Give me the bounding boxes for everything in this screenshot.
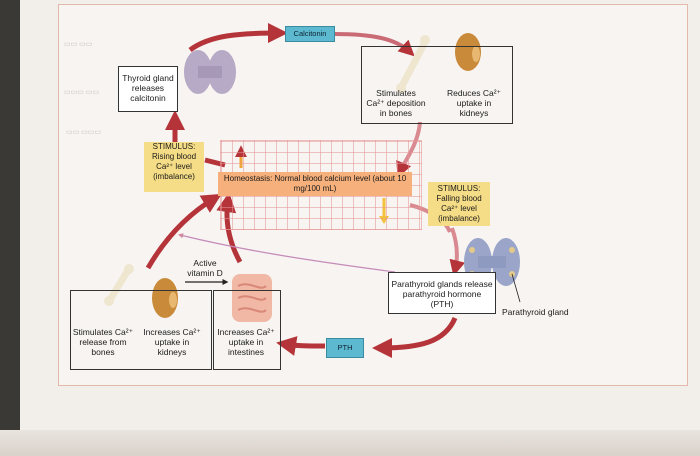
stimulus-falling: STIMULUS: Falling blood Ca²⁺ level (imba… [428,182,490,226]
bleed-text: ▭▭▭ ▭▭ [64,89,100,96]
arrow-calcitonin-to-bones [334,32,415,57]
bone-top [396,35,430,93]
page-bottom [0,430,700,456]
feedback-line [177,233,396,273]
calcitonin-tag: Calcitonin [285,26,335,42]
arrow-falling-to-parathyroid [449,227,466,277]
active-vitamin-d-label: Active vitamin D [187,258,223,278]
page-shadow-left [0,0,20,456]
reduces-kidney-uptake-label: Reduces Ca²⁺ uptake in kidneys [446,88,502,118]
thyroid-gland-top [184,50,236,94]
release-bones-label: Stimulates Ca²⁺ release from bones [72,327,134,357]
homeostasis-bar: Homeostasis: Normal blood calcium level … [218,172,412,196]
parathyroid-pointer [511,273,521,303]
thyroid-label: Thyroid gland releases calcitonin [122,73,174,103]
arrow-pth-to-intestines [276,336,326,356]
intestines [232,274,272,322]
bottom-left-box [70,290,212,370]
top-right-box [361,46,513,124]
bone-bottom [104,264,134,306]
bleed-text: ▭▭ ▭▭ [64,41,93,48]
parathyroid-release-label: Parathyroid glands release parathyroid h… [391,279,493,309]
intestines-box [213,290,281,370]
kidney-bottom [152,278,178,318]
parathyroid-gland-label: Parathyroid gland [502,307,569,317]
parathyroid-box: Parathyroid glands release parathyroid h… [388,272,496,314]
kidney-top [455,33,481,71]
increases-kidneys-label: Increases Ca²⁺ uptake in kidneys [143,327,201,357]
pth-tag: PTH [326,338,364,358]
arrow-thyroid-to-calcitonin [188,23,288,53]
increases-intestines-label: Increases Ca²⁺ uptake in intestines [217,327,275,357]
stimulates-deposition-label: Stimulates Ca²⁺ deposition in bones [366,88,426,118]
thyroid-box: Thyroid gland releases calcitonin [118,66,178,112]
arrow-parathyroid-to-pth [372,316,458,358]
stimulus-rising: STIMULUS: Rising blood Ca²⁺ level (imbal… [144,142,204,192]
bleed-text: ▭▭ ▭▭▭ [66,129,102,136]
arrow-bones-to-homeo [145,193,222,270]
